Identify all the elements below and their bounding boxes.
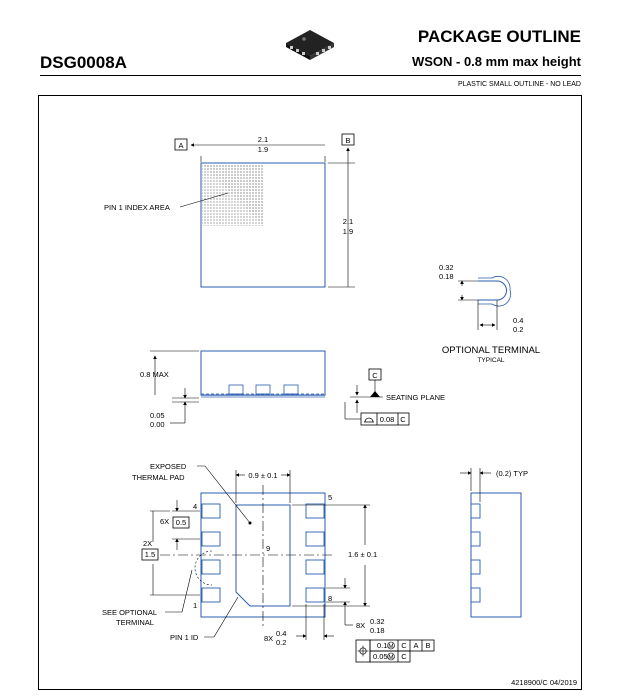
end-view-outline [470, 492, 522, 618]
top-view-outline [200, 162, 326, 288]
pad-width: 0.9 ± 0.1 [248, 471, 277, 480]
max-height: 0.8 MAX [140, 370, 169, 379]
height-max: 2.1 [343, 217, 353, 226]
tol-ref-c-2: C [401, 652, 407, 661]
end-view: (0.2) TYP [460, 468, 528, 618]
datum-a-box [174, 138, 188, 151]
see-optional-label: SEE OPTIONAL [102, 608, 157, 617]
pin-1-label: 1 [193, 601, 197, 610]
lead-len-min: 0.2 [276, 638, 286, 647]
exposed-pad-label-2: THERMAL PAD [132, 473, 185, 482]
drawing-frame [38, 95, 582, 690]
flatness-value: 0.08 [380, 415, 395, 424]
pad-length: 1.6 ± 0.1 [348, 550, 377, 559]
pin-9-label: 9 [266, 544, 270, 553]
width-max: 2.1 [258, 135, 268, 144]
page-title: PACKAGE OUTLINE [417, 27, 581, 46]
side-view-body [200, 350, 326, 396]
datum-a: A [178, 141, 183, 150]
lead-len-max: 0.4 [276, 629, 286, 638]
height-min: 1.9 [343, 227, 353, 236]
pitch-value: 0.5 [176, 518, 186, 527]
flatness-frame [360, 412, 410, 426]
package-subtitle: WSON - 0.8 mm max height [411, 54, 581, 69]
lead-len-count: 8X [264, 634, 273, 643]
width-min: 1.9 [258, 145, 268, 154]
tol-ref-b: B [425, 641, 430, 650]
datum-b: B [345, 136, 350, 145]
pitch-count: 6X [160, 517, 169, 526]
standoff-min: 0.00 [150, 420, 165, 429]
tol-1-value: 0.1 [377, 641, 387, 650]
pin-5-label: 5 [328, 493, 332, 502]
see-optional-label-2: TERMINAL [116, 618, 154, 627]
document-number: 4218900/C 04/2019 [511, 678, 577, 687]
thermal-pad [235, 504, 291, 607]
bottom-view: 4 5 1 8 9 EXPOSED THERMAL PAD 0.9 ± 0.1 … [102, 462, 435, 663]
tol-ref-c: C [401, 641, 407, 650]
opt-dim-bot-max: 0.4 [513, 316, 523, 325]
tol-2-value: 0.05 [373, 652, 388, 661]
pin-8-label: 8 [328, 594, 332, 603]
opt-dim-top-min: 0.18 [439, 272, 454, 281]
pin-4-label: 4 [193, 502, 197, 511]
opt-dim-top-max: 0.32 [439, 263, 454, 272]
lead-w-max: 0.32 [370, 617, 385, 626]
tol-ref-a: A [413, 641, 418, 650]
opt-dim-bot-min: 0.2 [513, 325, 523, 334]
side-view: 0.8 MAX 0.05 0.00 C SEATING PLANE 0.08 C [140, 350, 445, 429]
datum-c: C [372, 371, 378, 380]
chip-icon [286, 30, 334, 60]
opt-terminal-sublabel: TYPICAL [477, 357, 504, 364]
span-value: 1.5 [145, 550, 155, 559]
end-gap-label: (0.2) TYP [496, 469, 528, 478]
header-rule [40, 75, 581, 76]
pin1-id-label: PIN 1 ID [170, 633, 199, 642]
mmc-icon [387, 641, 395, 650]
package-code: DSG0008A [40, 53, 127, 72]
top-view: A B 2.1 1.9 2.1 1.9 PIN 1 INDEX AREA [104, 133, 355, 288]
pin1-index-label: PIN 1 INDEX AREA [104, 203, 170, 212]
optional-terminal-view: 0.32 0.18 0.4 0.2 OPTIONAL TERMINAL TYPI… [439, 263, 540, 364]
package-description: PLASTIC SMALL OUTLINE - NO LEAD [457, 81, 581, 88]
seating-plane-label: SEATING PLANE [386, 393, 445, 402]
lead-w-count: 8X [356, 621, 365, 630]
flatness-ref: C [400, 415, 406, 424]
opt-terminal-label: OPTIONAL TERMINAL [442, 345, 540, 356]
position-tolerance-frame: 0.1 M C A B 0.05 M C [355, 639, 435, 663]
svg-text:M: M [388, 643, 393, 650]
exposed-pad-label: EXPOSED [150, 462, 187, 471]
flatness-icon [364, 417, 374, 423]
svg-text:M: M [388, 654, 393, 661]
standoff-max: 0.05 [150, 411, 165, 420]
span-count: 2X [143, 539, 152, 548]
datum-b-box [341, 133, 355, 146]
lead-w-min: 0.18 [370, 626, 385, 635]
